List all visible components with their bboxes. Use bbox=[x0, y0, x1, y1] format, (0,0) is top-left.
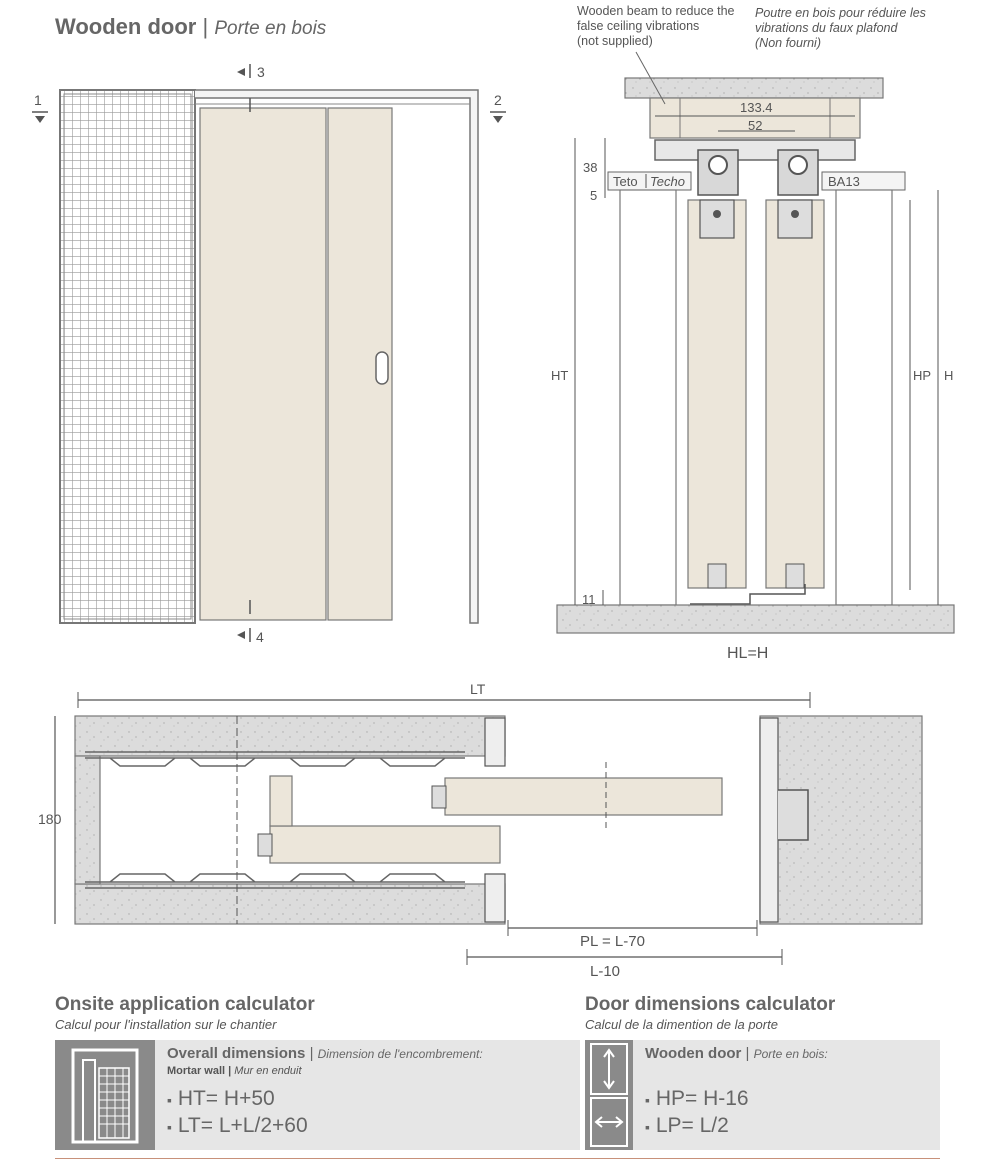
label-teto: Teto bbox=[613, 174, 638, 189]
footer-rule bbox=[55, 1158, 940, 1159]
door-leaf-left bbox=[199, 107, 327, 621]
formula-lt: ▪ LT= L+L/2+60 bbox=[167, 1114, 308, 1137]
door-calculator-subtitle: Calcul de la dimention de la porte bbox=[585, 1017, 778, 1032]
label-techo: Techo bbox=[650, 174, 685, 189]
floor-slab bbox=[556, 604, 955, 634]
pocket-wall-top bbox=[74, 715, 506, 757]
frame bbox=[195, 89, 479, 624]
wooden-door-calc-title: Wooden door | Porte en bois: bbox=[645, 1045, 828, 1062]
onsite-calculator-title: Onsite application calculator bbox=[55, 994, 315, 1015]
dim-133: 133.4 bbox=[740, 100, 773, 115]
door-frame-icon bbox=[55, 1040, 155, 1150]
beam-note-en: Wooden beam to reduce the false ceiling … bbox=[577, 4, 735, 48]
label-ba13: BA13 bbox=[828, 174, 860, 189]
dim-lt: LT bbox=[470, 681, 486, 697]
section-view: 133.4 52 Teto Techo BA13 HT 38 5 bbox=[551, 51, 955, 662]
marker-4: 4 bbox=[256, 629, 264, 645]
onsite-calculator-panel: Overall dimensions | Dimension de l'enco… bbox=[55, 1040, 580, 1150]
onsite-calculator-subtitle: Calcul pour l'installation sur le chanti… bbox=[55, 1017, 277, 1032]
marker-3: 3 bbox=[257, 64, 265, 80]
page-title: Wooden door | Porte en bois bbox=[55, 14, 327, 39]
pocket-wall-bottom bbox=[74, 883, 506, 925]
door-dimension-icon bbox=[585, 1040, 633, 1150]
marker-2: 2 bbox=[494, 92, 502, 108]
formula-lp: ▪ LP= L/2 bbox=[645, 1114, 729, 1137]
label-hl: HL=H bbox=[727, 645, 768, 662]
elevation-view: 3 4 1 2 bbox=[32, 64, 506, 645]
dim-h: H bbox=[944, 368, 953, 383]
overall-dimensions-title: Overall dimensions | Dimension de l'enco… bbox=[167, 1045, 483, 1062]
door-handle bbox=[375, 351, 389, 385]
beam-note-fr: Poutre en bois pour réduire les vibratio… bbox=[755, 6, 926, 50]
formula-hp: ▪ HP= H-16 bbox=[645, 1087, 749, 1110]
ceiling-slab bbox=[624, 77, 884, 99]
dim-180: 180 bbox=[38, 811, 62, 827]
plan-door-back bbox=[269, 825, 501, 864]
dim-hp: HP bbox=[913, 368, 931, 383]
door-calculator-panel: Wooden door | Porte en bois: ▪ HP= H-16 … bbox=[585, 1040, 940, 1150]
formula-ht: ▪ HT= H+50 bbox=[167, 1087, 275, 1110]
section-door-right bbox=[765, 199, 825, 589]
mortar-wall-label: Mortar wall | Mur en enduit bbox=[167, 1065, 302, 1077]
marker-1: 1 bbox=[34, 92, 42, 108]
plan-view: LT 180 PL = L-70 L-10 bbox=[38, 681, 923, 980]
dim-l10: L-10 bbox=[590, 963, 620, 980]
door-calculator-title: Door dimensions calculator bbox=[585, 994, 836, 1015]
dim-38: 38 bbox=[583, 160, 597, 175]
rail-profile bbox=[654, 139, 856, 161]
dim-52: 52 bbox=[748, 118, 762, 133]
section-door-left bbox=[687, 199, 747, 589]
wall-mesh bbox=[59, 89, 196, 624]
dim-ht: HT bbox=[551, 368, 568, 383]
dim-pl: PL = L-70 bbox=[580, 933, 645, 950]
dim-11: 11 bbox=[582, 592, 596, 607]
dim-5: 5 bbox=[590, 188, 597, 203]
plan-door-front bbox=[444, 777, 723, 816]
